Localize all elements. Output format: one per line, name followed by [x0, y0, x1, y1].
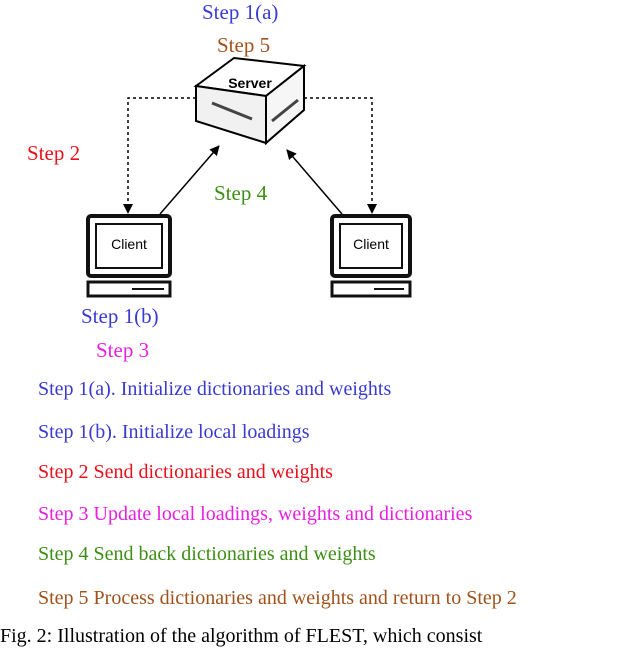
legend-step-4: Step 4 Send back dictionaries and weight… [38, 543, 376, 565]
return-arrow-right [286, 149, 343, 215]
client-left-icon: Client [86, 214, 172, 298]
client-right-label: Client [353, 236, 389, 252]
client-right-icon: Client [330, 214, 412, 298]
server-step-5: Step 5 [217, 33, 271, 57]
server-step-1a: Step 1(a) [202, 0, 279, 24]
legend-step-5: Step 5 Process dictionaries and weights … [38, 587, 517, 609]
client-step-3: Step 3 [96, 338, 150, 362]
server-icon: Server [193, 56, 307, 146]
step-2-label: Step 2 [27, 141, 81, 165]
figure-caption: Fig. 2: Illustration of the algorithm of… [0, 625, 483, 647]
legend-step-1b: Step 1(b). Initialize local loadings [38, 421, 310, 443]
server-label: Server [228, 75, 272, 91]
return-arrow-left [159, 145, 220, 215]
client-left-label: Client [111, 236, 147, 252]
send-connector-left [123, 97, 196, 214]
legend-step-1a: Step 1(a). Initialize dictionaries and w… [38, 378, 392, 400]
step-4-label: Step 4 [214, 181, 268, 205]
legend-step-3: Step 3 Update local loadings, weights an… [38, 503, 473, 525]
legend-step-2: Step 2 Send dictionaries and weights [38, 461, 333, 483]
client-step-1b: Step 1(b) [81, 304, 159, 328]
send-connector-right [304, 97, 377, 214]
